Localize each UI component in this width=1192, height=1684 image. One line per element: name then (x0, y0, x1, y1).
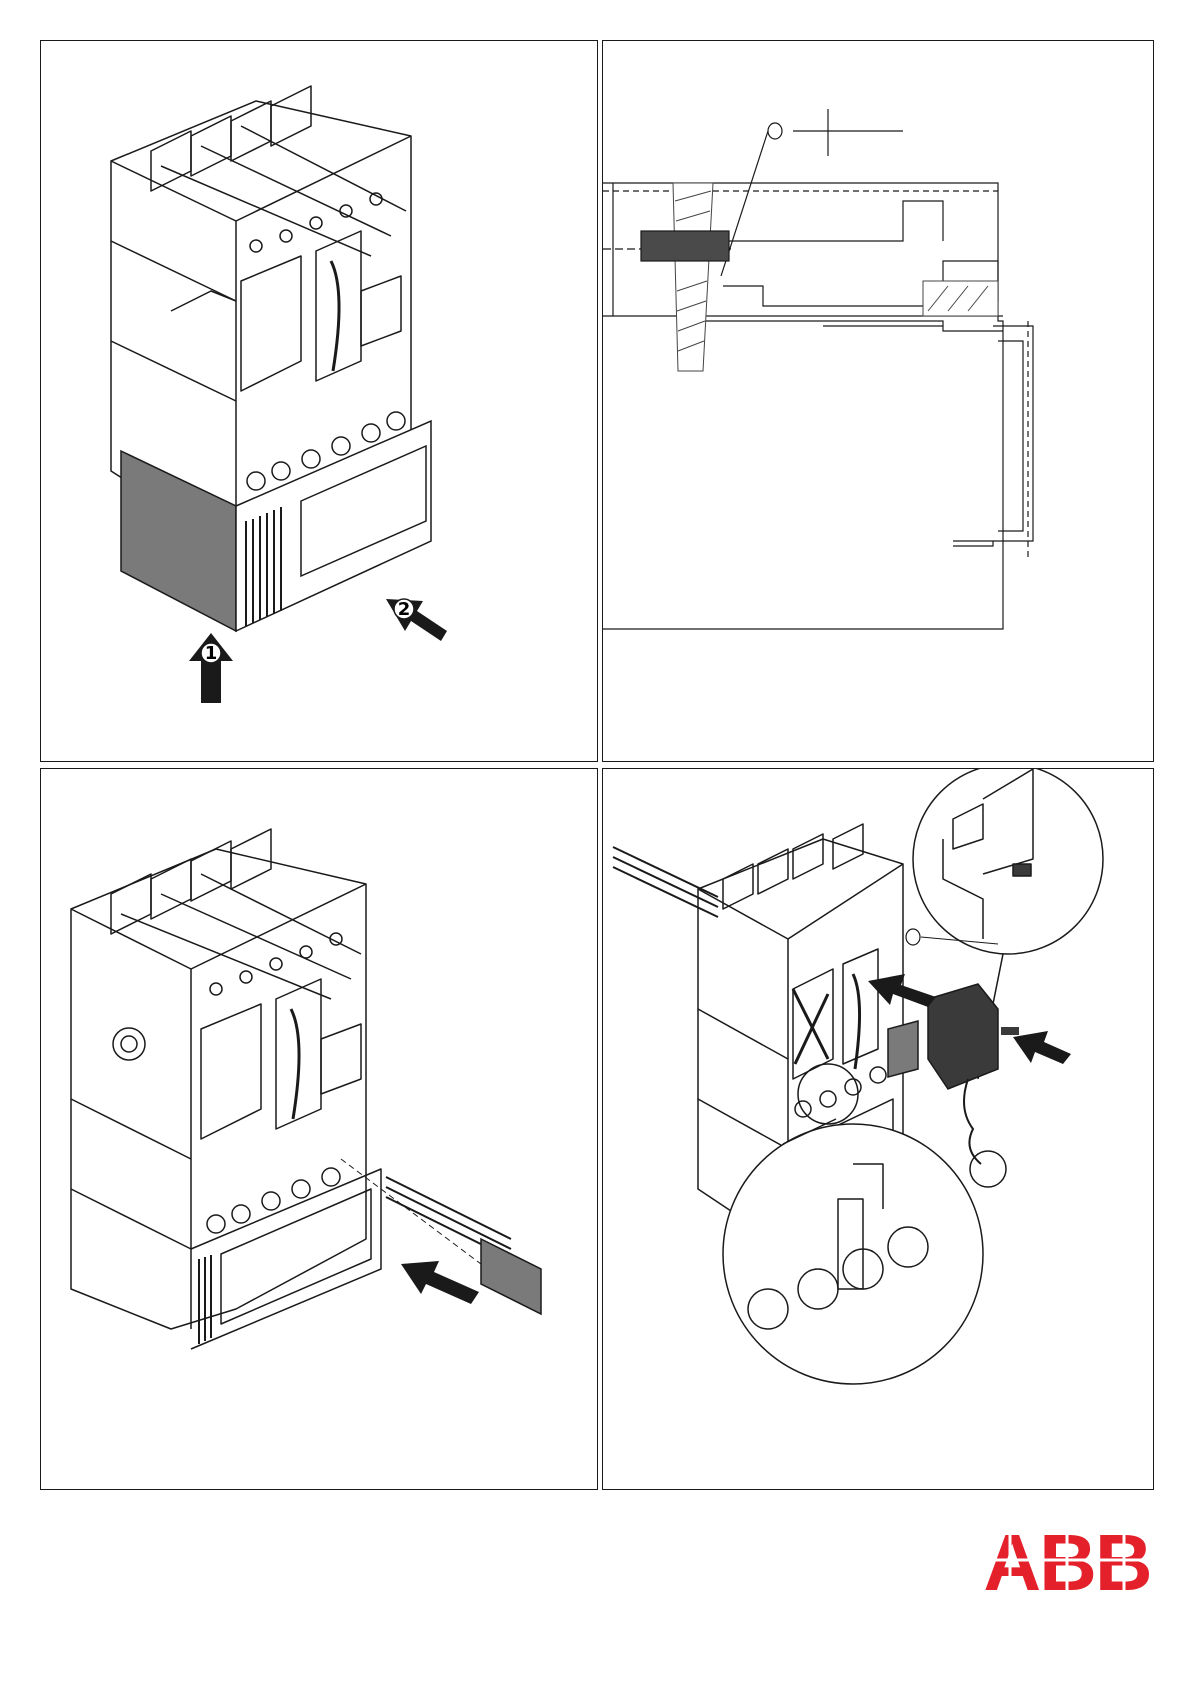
abb-logo: ABB (978, 1524, 1156, 1596)
fixing-screw (641, 231, 729, 261)
module-fixing-drawing (603, 769, 1154, 1490)
assembly-step-panel-2 (602, 40, 1154, 762)
step-1-label: 1 (205, 643, 218, 664)
cross-section-drawing (603, 41, 1154, 762)
assembly-step-panel-3 (40, 768, 598, 1490)
assembly-step-panel-1: 1 2 (40, 40, 598, 762)
breaker-module-insertion-drawing: 1 2 (41, 41, 598, 762)
screw-callout-icon (768, 123, 782, 139)
connector-insertion-drawing (41, 769, 598, 1490)
screw-insert-arrow (1013, 1031, 1071, 1064)
assembly-step-panel-4 (602, 768, 1154, 1490)
detail-magnifier-connector (723, 1124, 983, 1384)
detail-magnifier-screw (913, 769, 1103, 954)
cover-plate (888, 1021, 918, 1077)
screw-callout-icon (906, 929, 920, 945)
step-2-label: 2 (398, 599, 411, 620)
fixing-screw (1001, 1027, 1019, 1035)
auxiliary-module (928, 984, 998, 1089)
insert-arrow (401, 1261, 479, 1304)
step-2-arrow: 2 (386, 599, 447, 641)
step-1-arrow: 1 (189, 633, 233, 703)
